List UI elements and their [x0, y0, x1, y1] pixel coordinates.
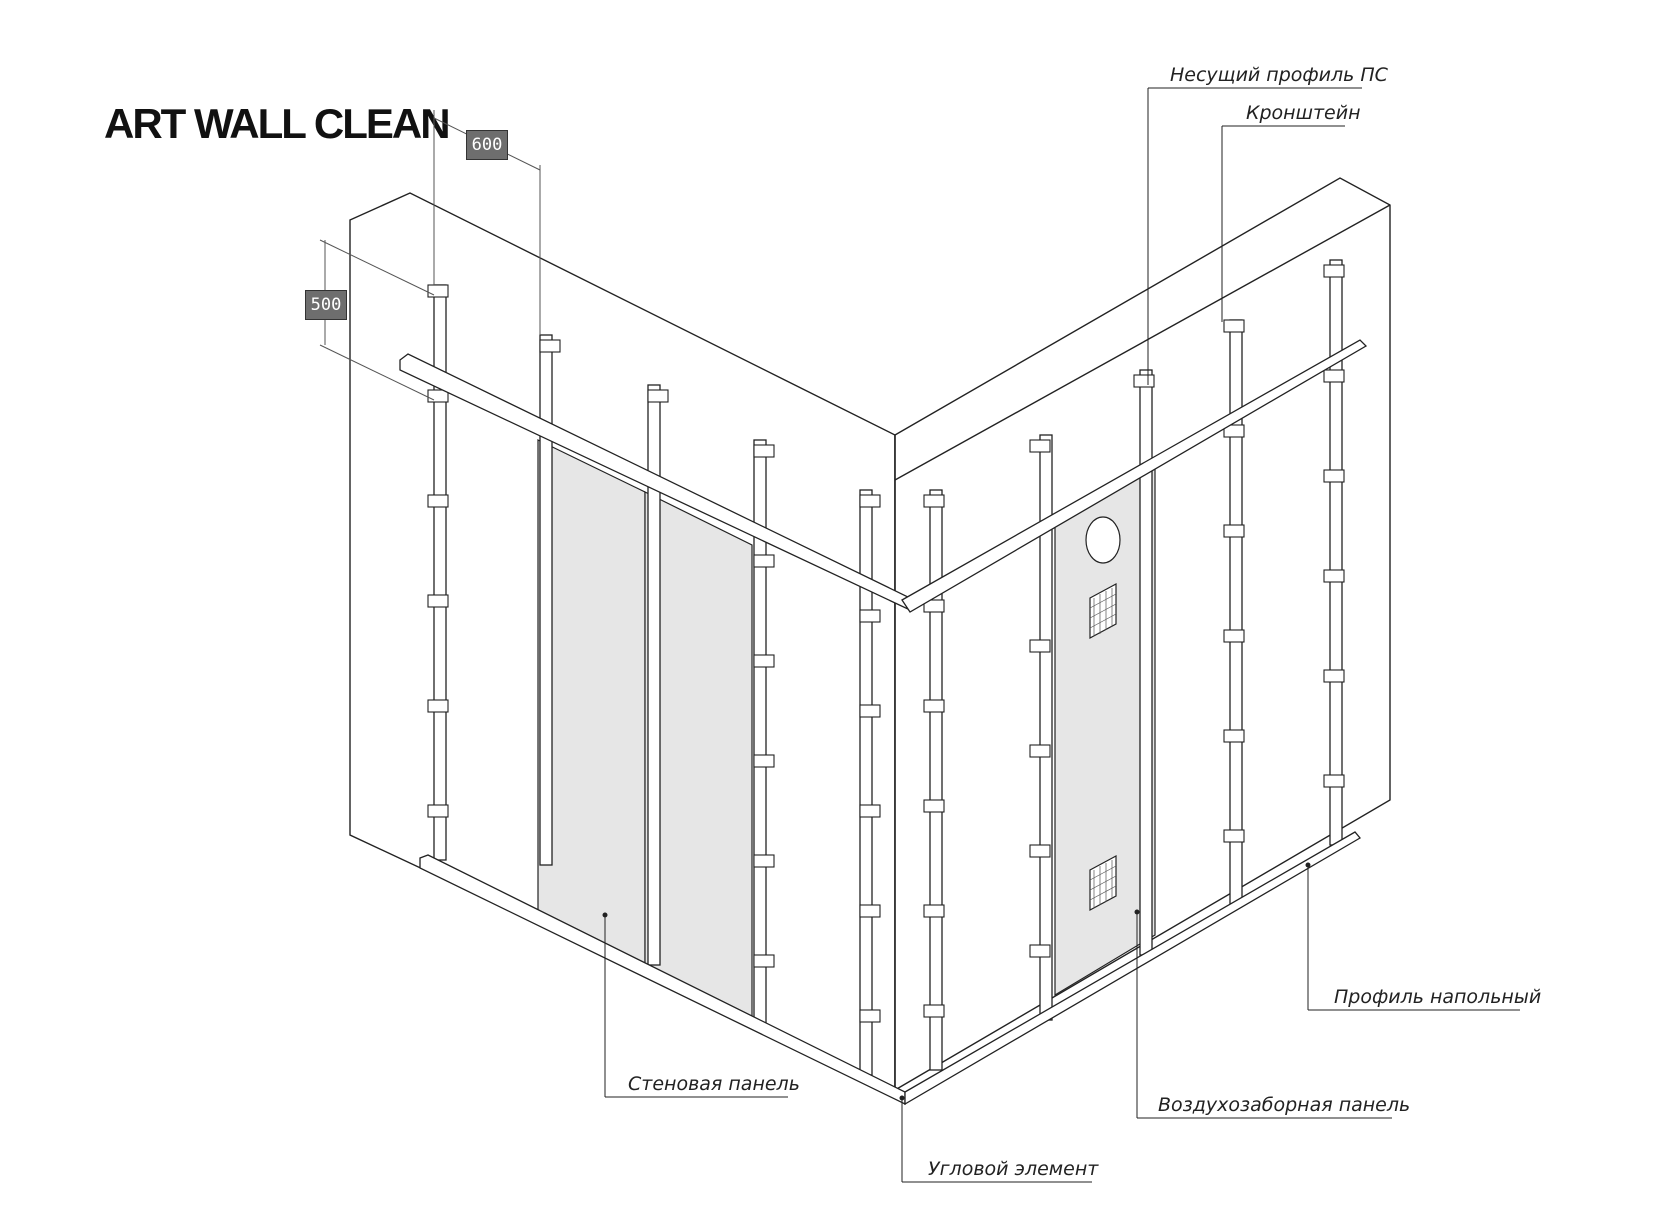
- dimension-label-600: 600: [466, 130, 508, 160]
- callout-air-intake-panel: Воздухозаборная панель: [1158, 1094, 1411, 1116]
- callout-load-profile: Несущий профиль ПС: [1170, 64, 1388, 86]
- callout-leaders: [604, 87, 1520, 1183]
- floor-profile: [419, 831, 1361, 1106]
- callout-wall-panel: Стеновая панель: [628, 1073, 800, 1095]
- callout-bracket: Кронштейн: [1246, 102, 1361, 124]
- callout-floor-profile: Профиль напольный: [1334, 986, 1542, 1008]
- horizontal-rail: [399, 339, 1368, 613]
- load-bearing-profile: [433, 284, 873, 1076]
- dimension-label-500: 500: [305, 290, 347, 320]
- brand-logo: ART WALL CLEAN: [104, 100, 451, 147]
- callout-corner-element: Угловой элемент: [928, 1158, 1099, 1180]
- bracket: [427, 264, 1345, 1023]
- round-vent-icon: [1085, 516, 1121, 564]
- load-bearing-profile: [929, 259, 1343, 1071]
